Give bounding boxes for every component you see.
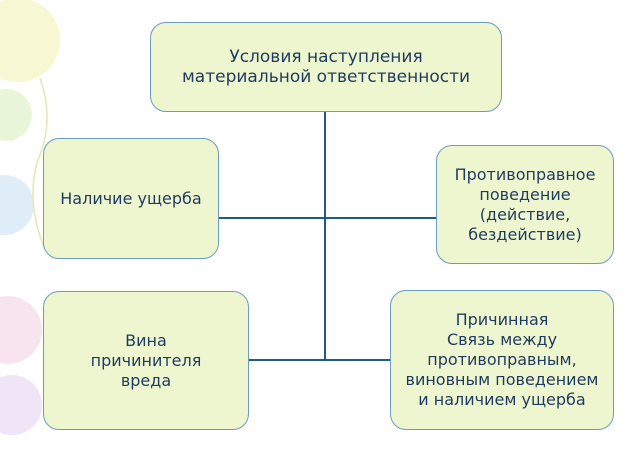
balloon-lilac <box>0 375 42 435</box>
balloon-green <box>0 89 32 141</box>
node-unlawful-behavior-label: Противоправное поведение (действие, безд… <box>454 164 596 244</box>
node-unlawful-behavior: Противоправное поведение (действие, безд… <box>436 145 614 264</box>
balloon-pink <box>0 296 42 364</box>
root-node-liability-conditions: Условия наступления материальной ответст… <box>150 22 502 112</box>
node-causation-label: Причинная Связь между противоправным, ви… <box>405 310 599 409</box>
node-damage: Наличие ущерба <box>43 138 219 259</box>
root-node-label: Условия наступления материальной ответст… <box>181 47 471 87</box>
node-damage-label: Наличие ущерба <box>60 188 202 208</box>
node-causation: Причинная Связь между противоправным, ви… <box>390 290 614 430</box>
balloon-yellow <box>0 0 60 82</box>
node-guilt: Вина причинителя вреда <box>43 291 249 430</box>
balloon-string <box>32 77 48 251</box>
node-guilt-label: Вина причинителя вреда <box>90 330 202 390</box>
balloon-blue <box>0 175 34 235</box>
